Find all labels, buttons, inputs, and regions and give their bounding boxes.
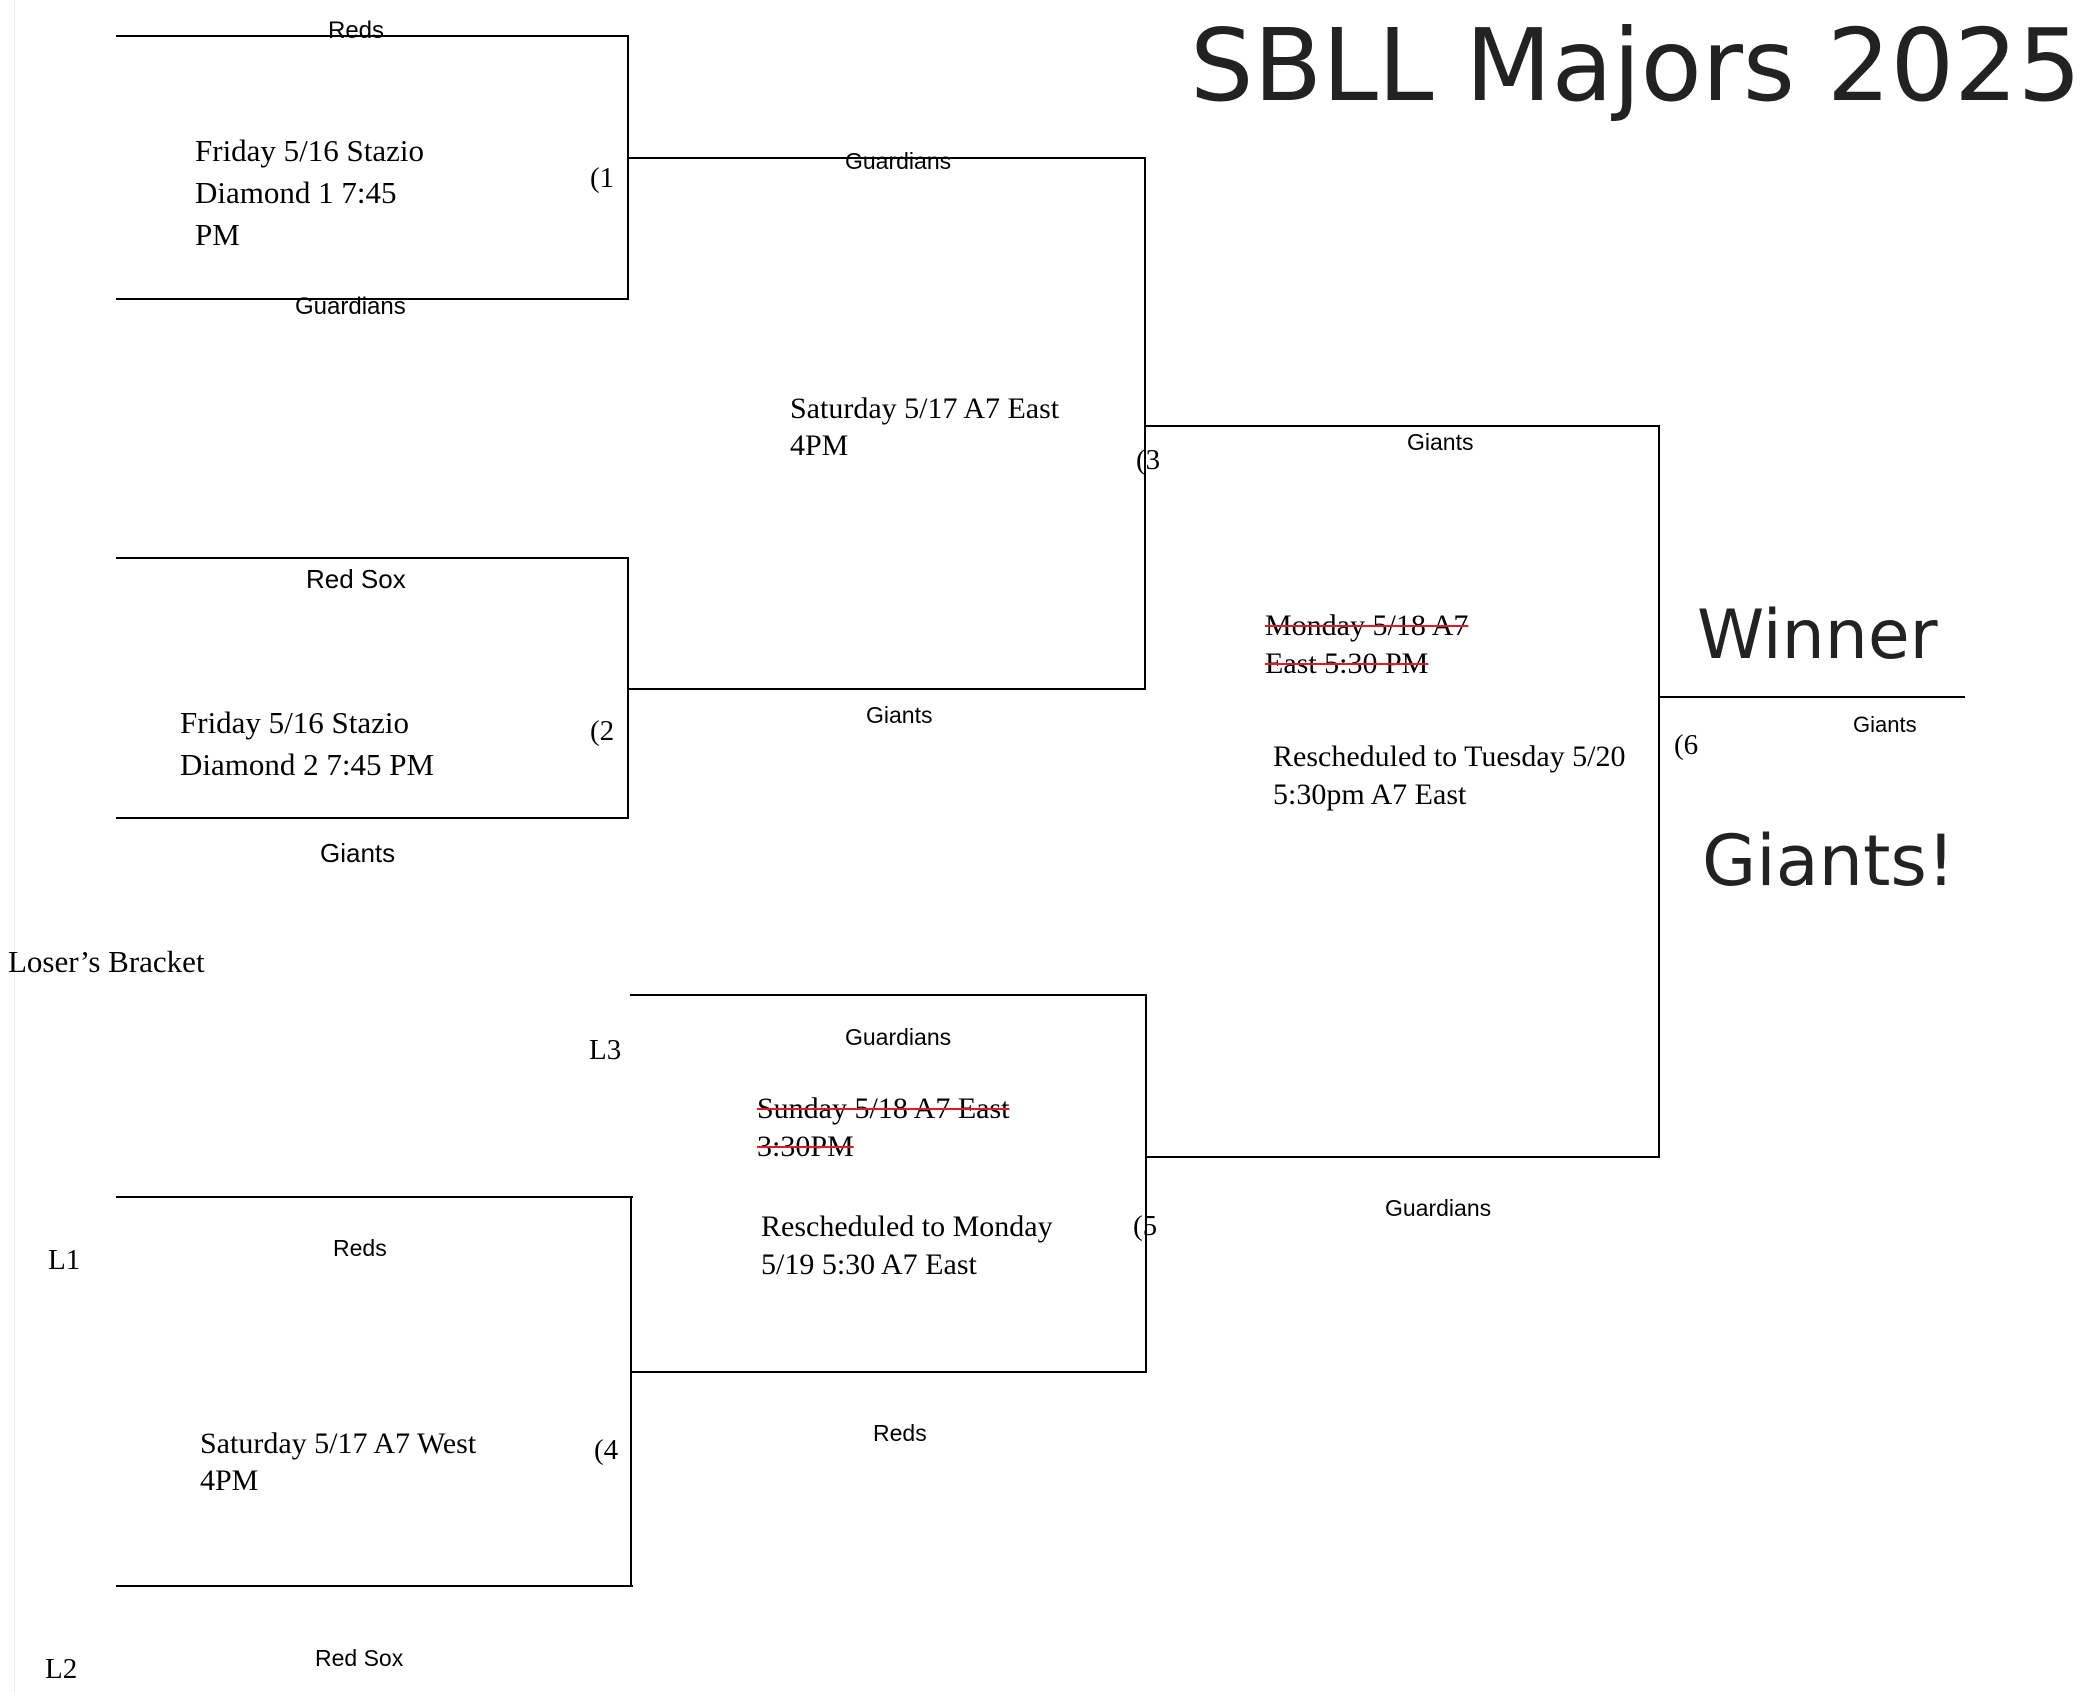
winner-line — [1660, 696, 1965, 698]
g5-bottom-line — [630, 1371, 1147, 1373]
g4-schedule-line: 4PM — [200, 1464, 259, 1497]
g5-bottom-team: Reds — [873, 1420, 927, 1446]
g3-schedule-line: Saturday 5/17 A7 East — [790, 392, 1060, 425]
g6-struck-line: East 5:30 PM — [1265, 647, 1429, 680]
g4-schedule-line: Saturday 5/17 A7 West — [200, 1427, 477, 1460]
g2-schedule-line: Friday 5/16 Stazio — [180, 705, 410, 740]
g4-schedule: Saturday 5/17 A7 West 4PM — [200, 1425, 476, 1499]
g5-top-team: Guardians — [845, 1024, 952, 1050]
g6-bottom-line — [1147, 1156, 1660, 1158]
g4-seed: (4 — [594, 1434, 619, 1466]
g4-top-line — [116, 1196, 633, 1198]
g6-seed: (6 — [1674, 729, 1699, 761]
g4-connector — [630, 1196, 632, 1587]
winner-heading: Winner — [1697, 596, 1938, 675]
g5-struck-schedule: Sunday 5/18 A7 East 3:30PM — [757, 1090, 1010, 1166]
g1-schedule-line: Friday 5/16 Stazio — [195, 133, 425, 168]
g5-top-line — [630, 994, 1147, 996]
g3-top-line — [629, 157, 1146, 159]
g5-schedule-line: Rescheduled to Monday — [761, 1210, 1053, 1243]
g2-schedule: Friday 5/16 Stazio Diamond 2 7:45 PM — [180, 702, 434, 786]
g6-schedule: Rescheduled to Tuesday 5/20 5:30pm A7 Ea… — [1273, 738, 1626, 814]
champion-banner: Giants! — [1702, 820, 1955, 902]
g5-seed: (5 — [1133, 1210, 1158, 1242]
g4-top-team: Reds — [333, 1235, 387, 1261]
g6-top-line — [1146, 425, 1660, 427]
g2-connector — [627, 557, 629, 819]
g1-top-team: Reds — [328, 17, 385, 44]
g6-connector — [1658, 425, 1660, 1158]
g3-schedule: Saturday 5/17 A7 East 4PM — [790, 390, 1059, 464]
g6-bottom-team: Guardians — [1385, 1195, 1492, 1221]
g2-schedule-line: Diamond 2 7:45 PM — [180, 747, 435, 782]
g1-schedule-line: Diamond 1 7:45 — [195, 175, 397, 210]
g4-bottom-team: Red Sox — [315, 1645, 404, 1671]
g1-top-line — [116, 35, 629, 37]
g3-bottom-team: Giants — [866, 702, 933, 728]
g5-schedule-line: 5/19 5:30 A7 East — [761, 1248, 977, 1281]
g1-connector — [627, 35, 629, 300]
g1-bottom-team: Guardians — [295, 293, 406, 320]
losers-bracket-label: Loser’s Bracket — [8, 944, 205, 979]
g1-seed: (1 — [590, 162, 615, 194]
g5-struck-line: 3:30PM — [757, 1130, 854, 1163]
g6-schedule-line: Rescheduled to Tuesday 5/20 — [1273, 740, 1626, 773]
page-edge — [14, 0, 15, 1692]
g3-schedule-line: 4PM — [790, 429, 849, 462]
g6-struck-line: Monday 5/18 A7 — [1265, 609, 1469, 642]
g4-top-label: L1 — [48, 1244, 81, 1276]
g4-bottom-label: L2 — [45, 1653, 78, 1685]
g2-bottom-team: Giants — [320, 838, 396, 868]
g6-struck-schedule: Monday 5/18 A7 East 5:30 PM — [1265, 607, 1468, 683]
winner-team: Giants — [1853, 712, 1917, 737]
g2-seed: (2 — [590, 715, 615, 747]
g2-bottom-line — [116, 817, 629, 819]
g1-bottom-line — [116, 298, 629, 300]
g3-top-team: Guardians — [845, 148, 952, 174]
g2-top-team: Red Sox — [306, 564, 406, 594]
g5-connector — [1145, 994, 1147, 1373]
g1-schedule: Friday 5/16 Stazio Diamond 1 7:45 PM — [195, 130, 424, 256]
bracket-title: SBLL Majors 2025 — [1190, 7, 2081, 124]
g6-schedule-line: 5:30pm A7 East — [1273, 778, 1467, 811]
g5-struck-line: Sunday 5/18 A7 East — [757, 1092, 1010, 1125]
g3-connector — [1144, 157, 1146, 690]
g2-top-line — [116, 557, 629, 559]
g5-top-label: L3 — [589, 1034, 622, 1066]
g4-bottom-line — [116, 1585, 633, 1587]
g3-bottom-line — [629, 688, 1146, 690]
g5-schedule: Rescheduled to Monday 5/19 5:30 A7 East — [761, 1208, 1053, 1284]
g1-schedule-line: PM — [195, 217, 240, 252]
g3-seed: (3 — [1136, 444, 1161, 476]
g6-top-team: Giants — [1407, 429, 1474, 455]
